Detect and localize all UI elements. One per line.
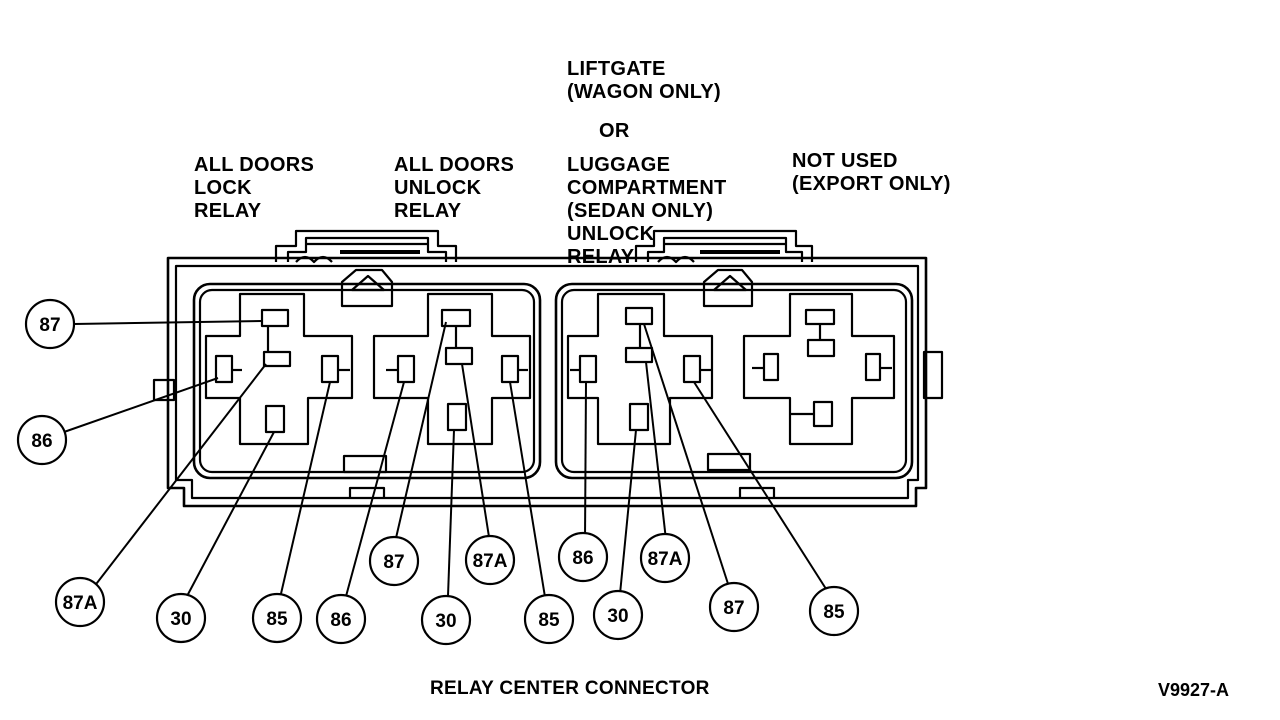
relay-socket-3 xyxy=(566,292,714,446)
terminal-callout-86: 86 xyxy=(557,531,609,583)
svg-text:87A: 87A xyxy=(63,593,98,614)
compartment-left xyxy=(192,282,542,480)
terminal-callout-30: 30 xyxy=(155,592,207,644)
svg-text:87A: 87A xyxy=(648,549,683,570)
or-label: OR xyxy=(599,120,630,142)
terminal-callout-87: 87 xyxy=(708,581,760,633)
terminal-callout-86: 86 xyxy=(16,414,68,466)
callouts-relay-3: 86 87A 30 87 85 xyxy=(557,531,860,641)
leader-lines xyxy=(63,320,829,601)
svg-text:87: 87 xyxy=(383,552,404,573)
svg-text:86: 86 xyxy=(572,548,593,569)
terminal-callout-85: 85 xyxy=(251,592,303,644)
terminal-callout-85: 85 xyxy=(808,585,860,637)
svg-text:86: 86 xyxy=(31,431,52,452)
latch-tab-right xyxy=(702,268,754,308)
svg-text:30: 30 xyxy=(607,606,628,627)
callouts-relay-1: 87 86 87A 30 85 xyxy=(16,298,303,644)
svg-text:85: 85 xyxy=(823,602,845,623)
bottom-key-right xyxy=(706,452,752,472)
relay-socket-4 xyxy=(742,292,896,446)
relay-socket-2 xyxy=(372,292,532,446)
callouts-relay-2: 87 87A 86 30 85 xyxy=(315,534,575,646)
svg-text:30: 30 xyxy=(435,611,456,632)
svg-text:30: 30 xyxy=(170,609,191,630)
not-used-label: NOT USED(EXPORT ONLY) xyxy=(792,150,951,195)
terminal-callout-87: 87 xyxy=(368,535,420,587)
terminal-callout-30: 30 xyxy=(420,594,472,646)
terminal-callout-87a: 87A xyxy=(464,534,516,586)
svg-text:85: 85 xyxy=(266,609,288,630)
left-latch xyxy=(274,229,458,264)
connector-housing xyxy=(152,256,944,508)
bottom-key-left xyxy=(342,454,388,474)
relay-socket-1 xyxy=(204,292,354,446)
liftgate-label: LIFTGATE(WAGON ONLY) xyxy=(567,58,721,103)
svg-text:87: 87 xyxy=(39,315,60,336)
compartment-right xyxy=(554,282,914,480)
terminal-callout-87a: 87A xyxy=(54,576,106,628)
svg-text:87A: 87A xyxy=(473,551,508,572)
terminal-callout-85: 85 xyxy=(523,593,575,645)
diagram-caption: RELAY CENTER CONNECTOR xyxy=(430,678,710,699)
svg-text:85: 85 xyxy=(538,610,560,631)
figure-code: V9927-A xyxy=(1158,680,1230,700)
latch-tab-left xyxy=(340,268,394,308)
svg-text:86: 86 xyxy=(330,610,351,631)
terminal-callout-87a: 87A xyxy=(639,532,691,584)
terminal-callout-87: 87 xyxy=(24,298,76,350)
svg-text:87: 87 xyxy=(723,598,744,619)
terminal-callout-86: 86 xyxy=(315,593,367,645)
terminal-callout-30: 30 xyxy=(592,589,644,641)
